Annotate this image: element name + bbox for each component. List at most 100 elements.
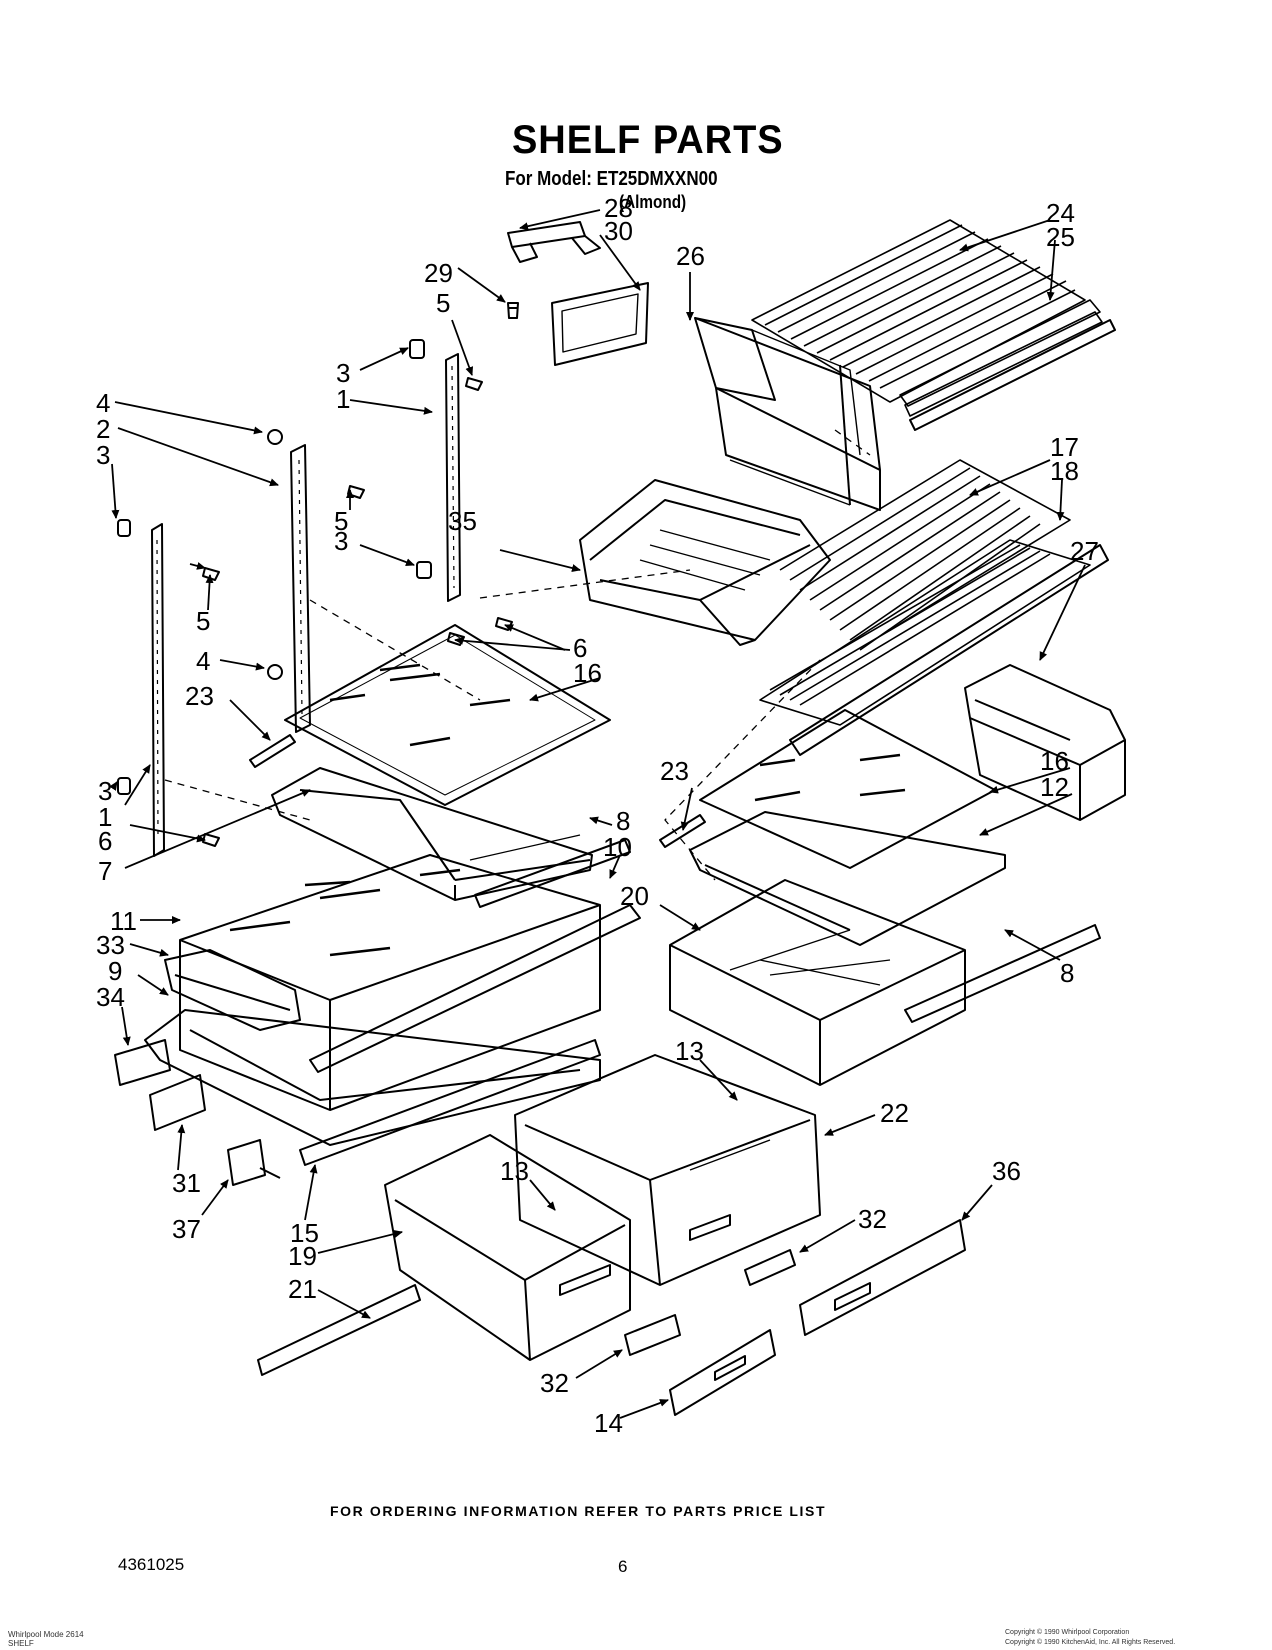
part-22-drawer [514, 1054, 821, 1286]
part-37-clip [227, 1139, 281, 1186]
callout-35: 35 [448, 506, 477, 536]
part-8-rod-right [904, 924, 1101, 1023]
part-7-shelf-frame [271, 767, 593, 901]
callout-labels: 28 30 26 29 5 24 25 3 1 4 2 3 5 35 3 5 4… [96, 193, 1099, 1438]
callout-23b: 23 [660, 756, 689, 786]
part-2-rail [290, 444, 311, 733]
callout-20: 20 [620, 881, 649, 911]
footer-copyright: Copyright © 1990 Whirlpool Corporation C… [1005, 1628, 1175, 1648]
leader-lines [109, 209, 1086, 1419]
callout-13a: 13 [675, 1036, 704, 1066]
callout-31: 31 [172, 1168, 201, 1198]
callout-16b: 16 [1040, 746, 1069, 776]
guide-lines [164, 429, 871, 881]
part-15-rail [299, 1039, 601, 1166]
callout-1a: 1 [336, 384, 350, 414]
page-title: SHELF PARTS [512, 118, 784, 162]
callout-25: 25 [1046, 222, 1075, 252]
callout-22: 22 [880, 1098, 909, 1128]
callout-8a: 8 [616, 806, 630, 836]
part-19-drawer [384, 1134, 631, 1361]
part-32-clip-lower [624, 1314, 681, 1356]
model-number: For Model: ET25DMXXN00 [505, 168, 718, 190]
callout-10: 10 [603, 832, 632, 862]
ordering-note: FOR ORDERING INFORMATION REFER TO PARTS … [330, 1503, 827, 1519]
part-14-front [669, 1329, 776, 1416]
part-1-rail-upper [445, 353, 461, 602]
callout-4a: 4 [96, 388, 110, 418]
part-25-rail [909, 319, 1116, 431]
part-36-front [799, 1219, 966, 1336]
part-23-rod-left [249, 734, 296, 768]
document-number: 4361025 [118, 1555, 185, 1574]
part-17-wire-shelf [759, 459, 1091, 726]
clips [117, 339, 513, 847]
callout-11: 11 [110, 906, 137, 936]
part-35-pan [579, 479, 831, 646]
callout-27: 27 [1070, 536, 1099, 566]
callout-7: 7 [98, 856, 112, 886]
callout-6a: 6 [573, 633, 587, 663]
model-color: (Almond) [619, 192, 687, 212]
callout-28: 28 [604, 193, 633, 223]
part-24-wire-shelf [751, 219, 1103, 417]
part-12-shelf-frame [689, 811, 1006, 946]
footer-small-left: Whirlpool Mode 2614 SHELF [8, 1630, 84, 1648]
callout-34: 34 [96, 982, 125, 1012]
part-18-rail [789, 544, 1109, 756]
part-27-bin [964, 664, 1126, 821]
callout-26: 26 [676, 241, 705, 271]
copyright-line-2: Copyright © 1990 KitchenAid, Inc. All Ri… [1005, 1639, 1176, 1646]
callout-3d: 3 [98, 776, 112, 806]
part-16-glass-left [284, 624, 611, 806]
callout-24: 24 [1046, 198, 1075, 228]
part-1-rail-left [151, 523, 165, 857]
callout-14: 14 [594, 1408, 623, 1438]
part-34-frame [114, 1009, 601, 1146]
callout-12: 12 [1040, 772, 1069, 802]
part-11-glass-shelf [179, 854, 601, 1111]
copyright-line-1: Copyright © 1990 Whirlpool Corporation [1005, 1629, 1130, 1636]
callout-23a: 23 [185, 681, 214, 711]
callout-21: 21 [288, 1274, 317, 1304]
callout-5c: 5 [196, 606, 210, 636]
callout-9: 9 [108, 956, 122, 986]
callout-36: 36 [992, 1156, 1021, 1186]
callout-1b: 1 [98, 802, 112, 832]
callout-2: 2 [96, 414, 110, 444]
callout-30: 30 [604, 216, 633, 246]
callout-3c: 3 [334, 526, 348, 556]
part-20-crisper [669, 879, 966, 1086]
callout-32a: 32 [858, 1204, 887, 1234]
callout-15: 15 [290, 1218, 319, 1248]
part-32-clip-upper [744, 1249, 796, 1286]
callout-8b: 8 [1060, 958, 1074, 988]
callout-16a: 16 [573, 658, 602, 688]
callout-33: 33 [96, 930, 125, 960]
page-number: 6 [618, 1557, 628, 1576]
part-31-bracket [149, 1074, 206, 1131]
part-23-rod-right [659, 814, 706, 848]
callout-19: 19 [288, 1241, 317, 1271]
part-8-rod-left [474, 839, 631, 908]
part-10-rail [309, 904, 641, 1073]
callout-18: 18 [1050, 456, 1079, 486]
part-26-frame [694, 317, 881, 511]
part-30-cover [551, 282, 649, 366]
callout-32b: 32 [540, 1368, 569, 1398]
callout-3b: 3 [96, 440, 110, 470]
callout-5b: 5 [334, 506, 348, 536]
callout-4b: 4 [196, 646, 210, 676]
part-29-screw [507, 302, 519, 319]
part-33-handle [164, 949, 301, 1031]
callout-13b: 13 [500, 1156, 529, 1186]
callout-29: 29 [424, 258, 453, 288]
callout-5a: 5 [436, 288, 450, 318]
callout-17: 17 [1050, 432, 1079, 462]
callout-3a: 3 [336, 358, 350, 388]
part-21-rail [257, 1284, 421, 1376]
callout-6b: 6 [98, 826, 112, 856]
callout-37: 37 [172, 1214, 201, 1244]
part-28-bracket [507, 221, 601, 263]
